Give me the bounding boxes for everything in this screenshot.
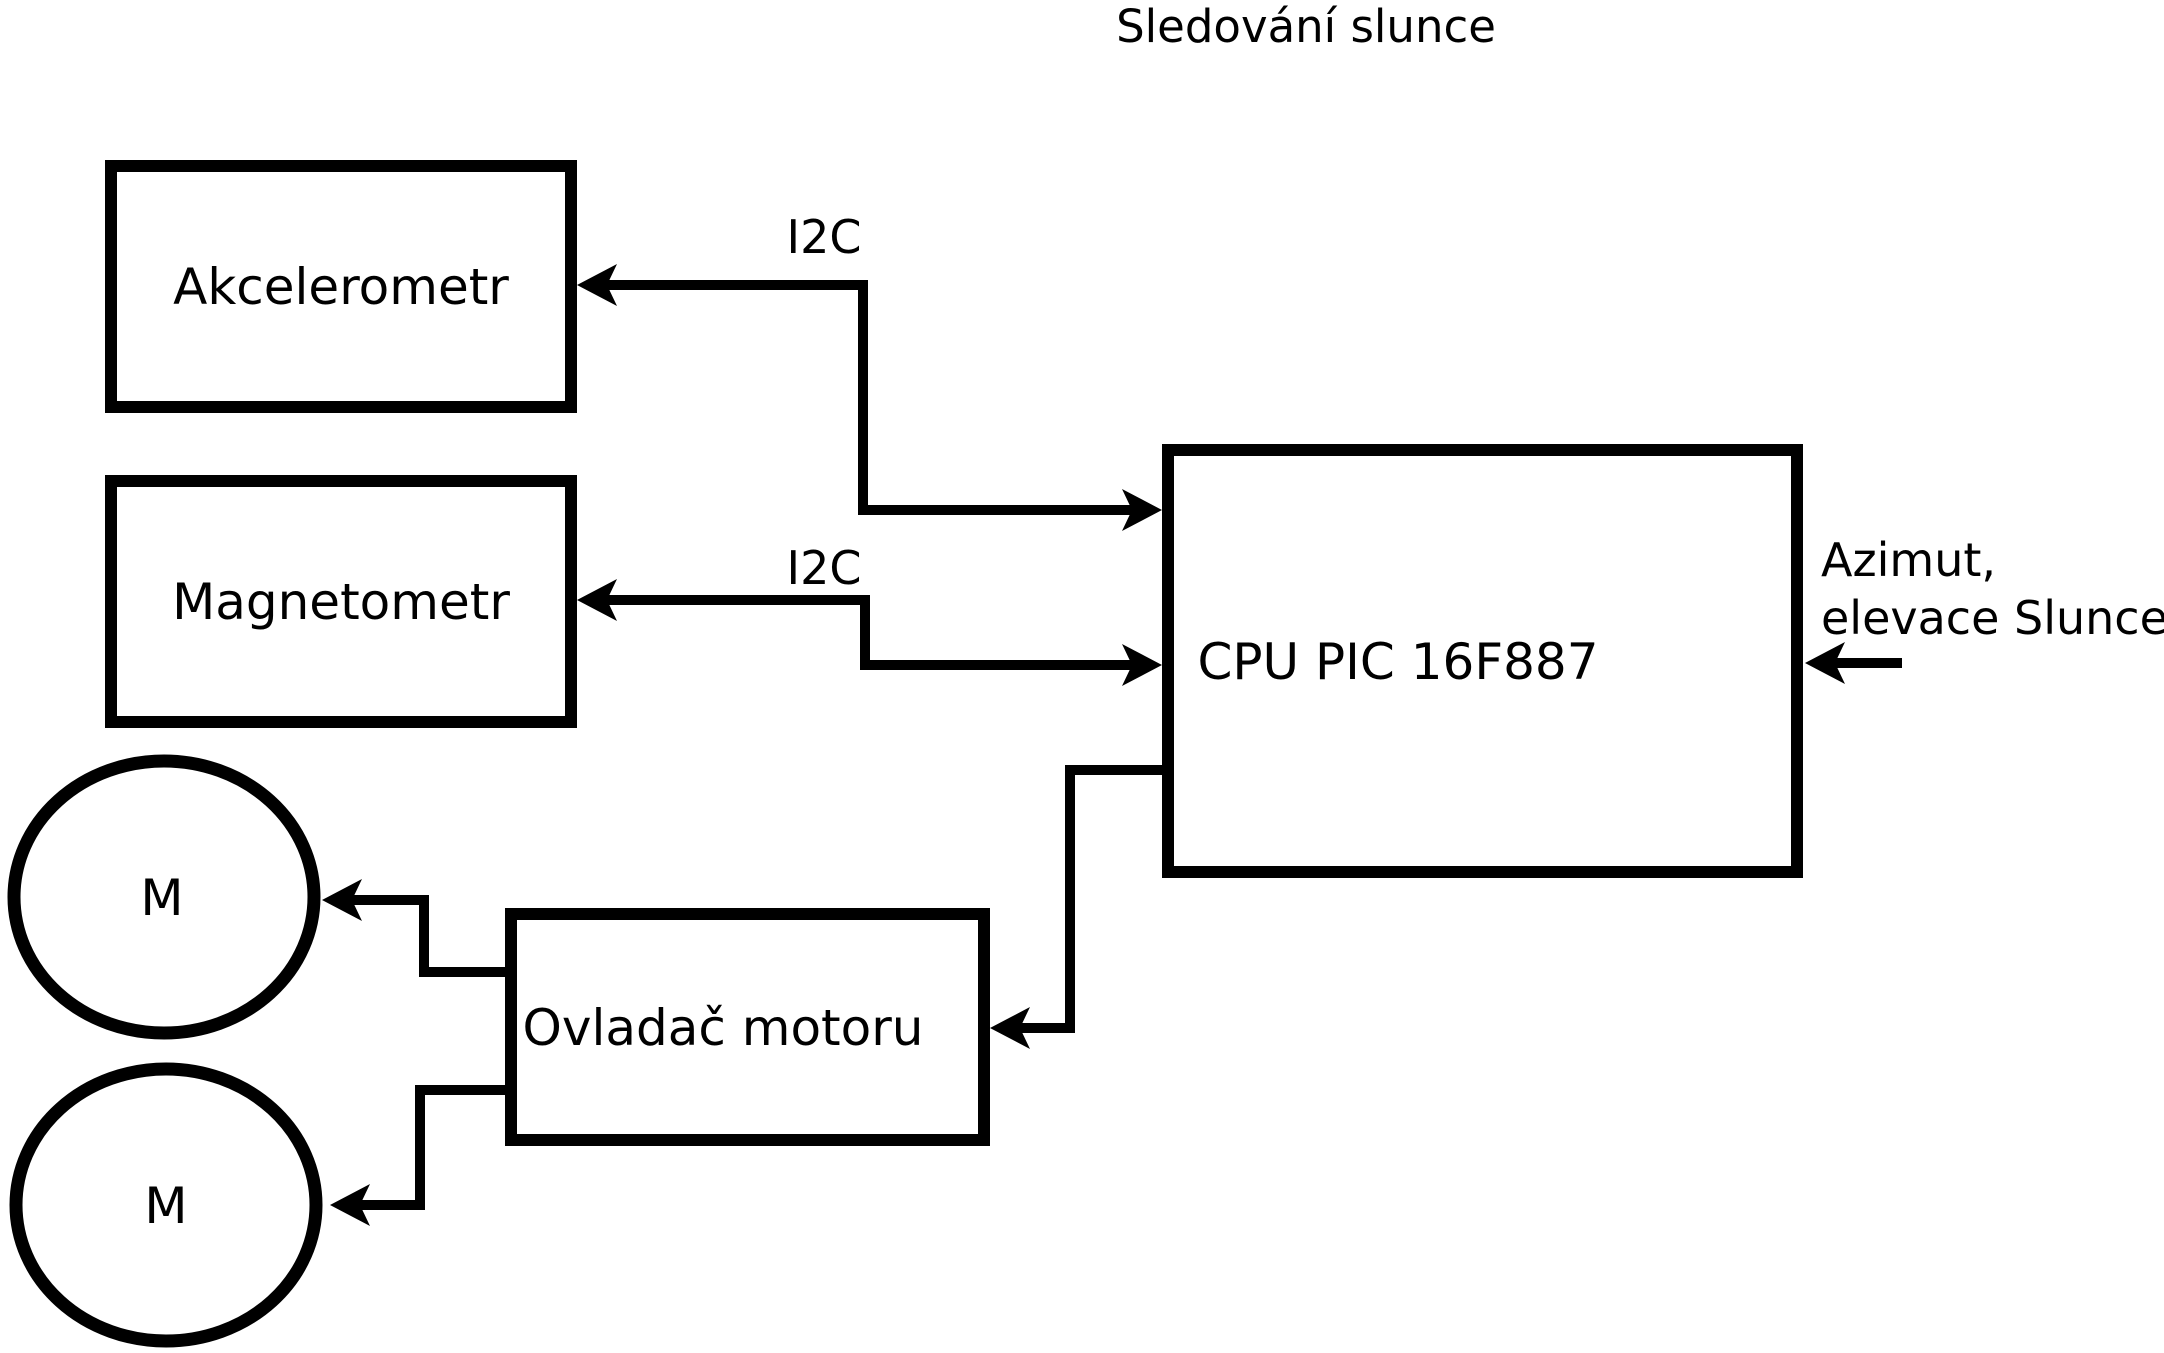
sun-input-label-line2: elevace Slunce [1821,591,2164,645]
ovladac-motoru-label: Ovladač motoru [523,999,924,1057]
motor-2-label: M [144,1177,187,1235]
ovladac-motoru-box [505,908,990,1146]
ovladac-to-motor1-connector [352,895,505,977]
magnetometr-box [105,475,577,728]
magnetometr-label: Magnetometr [172,573,510,631]
i2c-magnetometr-connector [607,595,1132,670]
motor-1-label: M [140,869,183,927]
i2c-akcelerometr-label: I2C [787,210,862,264]
cpu-label: CPU PIC 16F887 [1197,633,1598,691]
i2c-magnetometr-label: I2C [787,541,862,595]
akcelerometr-box [105,160,577,413]
sun-input-label-line1: Azimut, [1821,533,1996,587]
akcelerometr-label: Akcelerometr [173,258,509,316]
cpu-box [1162,444,1803,878]
i2c-akcelerometr-connector [607,280,1132,515]
cpu-to-ovladac-connector [1020,765,1162,1033]
ovladac-to-motor2-connector [360,1085,505,1210]
motor-2-circle [9,1062,323,1348]
motor-1-circle [7,754,321,1040]
diagram-title: Sledování slunce [1116,0,1496,53]
